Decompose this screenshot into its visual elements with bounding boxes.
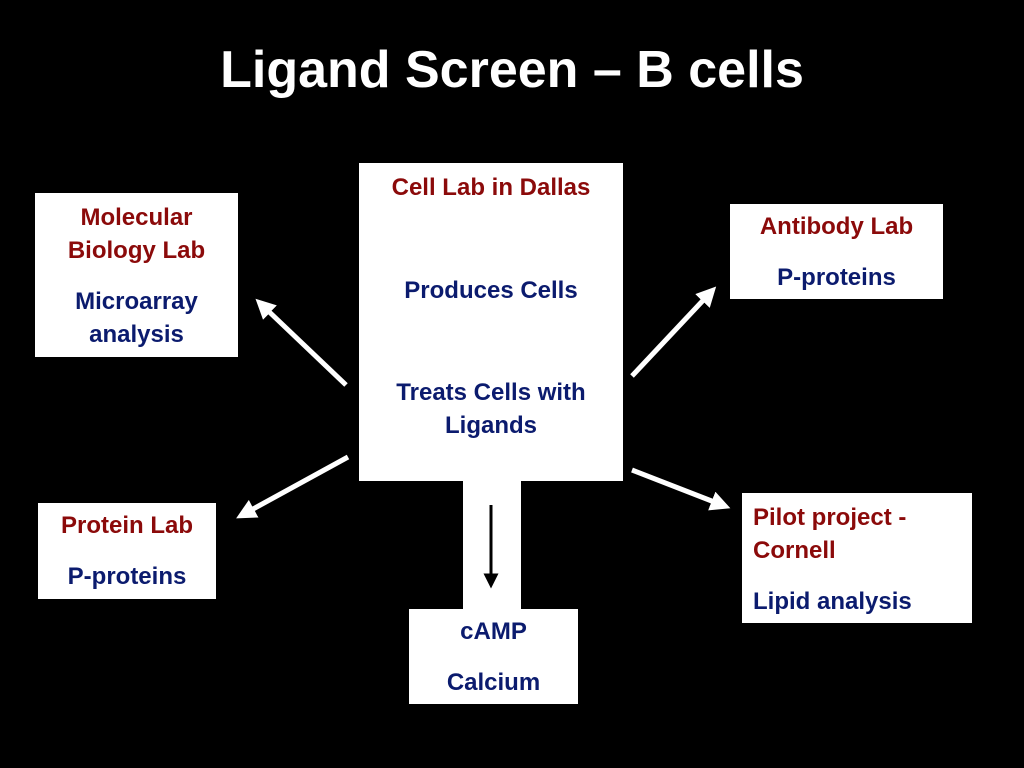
calcium-text: Calcium	[446, 669, 541, 696]
produces-cells-text: Produces Cells	[404, 277, 578, 304]
microarray-text: Microarray analysis	[75, 288, 198, 348]
arrow-to-pilot	[631, 467, 731, 511]
pilot-project-box: Pilot project - Cornell Lipid analysis	[742, 493, 972, 623]
camp-text: cAMP	[460, 618, 527, 645]
molecular-biology-box: Molecular Biology Lab Microarray analysi…	[35, 193, 238, 357]
antibody-lab-box: Antibody Lab P-proteins	[730, 204, 943, 299]
lipid-analysis-text: Lipid analysis	[753, 588, 912, 615]
cell-lab-heading: Cell Lab in Dallas	[391, 174, 591, 201]
cell-lab-box: Cell Lab in Dallas Produces Cells Treats…	[359, 163, 623, 481]
treats-cells-text: Treats Cells with Ligands	[396, 379, 586, 439]
protein-lab-heading: Protein Lab	[60, 512, 193, 539]
slide-title: Ligand Screen – B cells	[220, 41, 804, 99]
arrow-to-camp	[483, 505, 499, 589]
protein-detail-text: P-proteins	[67, 563, 187, 590]
arrow-to-antibody	[630, 286, 717, 378]
antibody-lab-heading: Antibody Lab	[759, 213, 914, 240]
molecular-biology-heading: Molecular Biology Lab	[67, 204, 206, 264]
pilot-project-heading: Pilot project - Cornell	[753, 504, 907, 564]
antibody-detail-text: P-proteins	[777, 264, 896, 291]
connector-stem	[463, 481, 521, 609]
arrow-to-protein	[236, 454, 350, 519]
arrow-to-molecular-biology	[255, 298, 348, 387]
camp-calcium-box: cAMP Calcium	[409, 609, 578, 704]
protein-lab-box: Protein Lab P-proteins	[38, 503, 216, 599]
